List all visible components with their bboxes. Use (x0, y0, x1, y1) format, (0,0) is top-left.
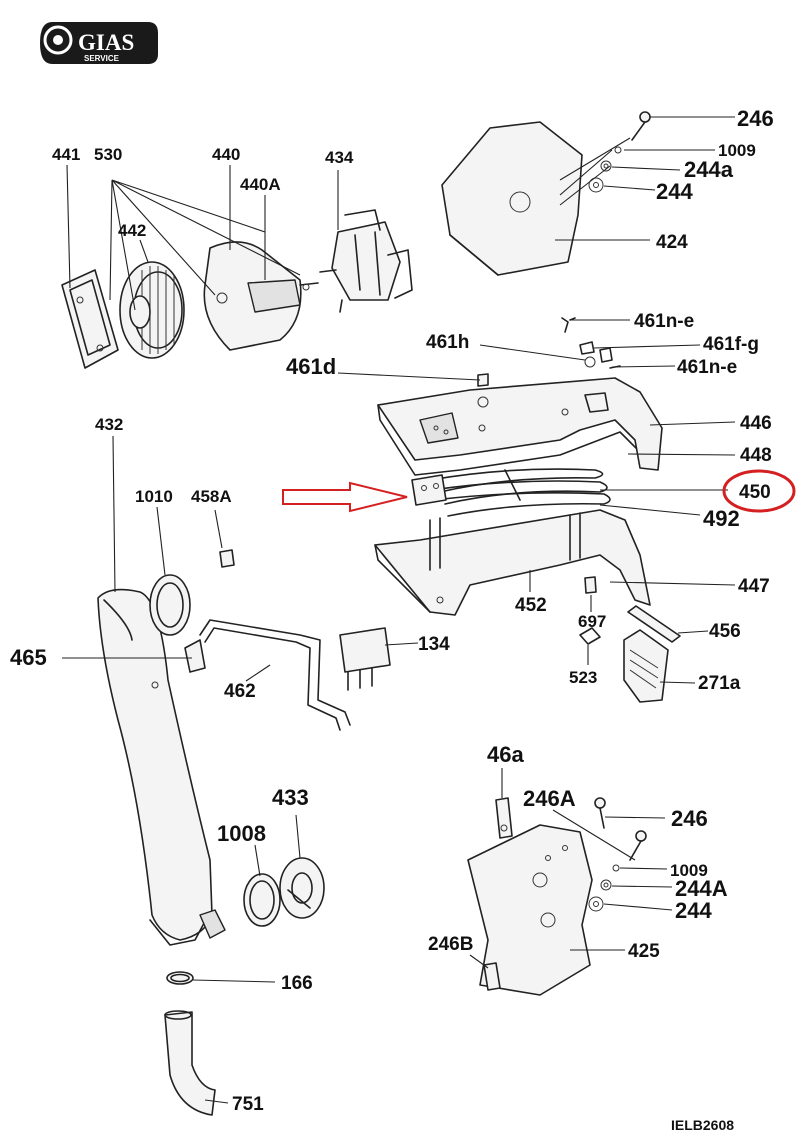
hardware-bottom (469, 768, 673, 969)
label-166: 166 (281, 973, 313, 994)
seal-1010 (149, 574, 191, 636)
label-246-bot: 246 (671, 806, 708, 831)
label-271a: 271a (698, 673, 741, 694)
label-450: 450 (739, 482, 771, 503)
label-1008: 1008 (217, 821, 266, 846)
label-447: 447 (738, 576, 770, 597)
upper-shield-446 (377, 377, 663, 476)
label-461d: 461d (286, 354, 336, 379)
thermostat-134 (339, 627, 419, 691)
label-461ne-1: 461n-e (634, 311, 694, 332)
fan-wheel-442 (119, 261, 185, 359)
tube-462 (184, 619, 351, 731)
cover-425 (467, 824, 593, 996)
label-461ne-2: 461n-e (677, 357, 737, 378)
label-244-bot: 244 (675, 898, 712, 923)
label-244-top: 244 (656, 179, 693, 204)
pointer-arrow (282, 481, 408, 513)
leaders-duct (62, 435, 301, 877)
label-246-top: 246 (737, 106, 774, 131)
leaders-heater (337, 319, 736, 665)
bracket-246B (483, 962, 501, 991)
label-46a: 46a (487, 742, 524, 767)
label-1009-bot: 1009 (670, 861, 708, 880)
hardware-top (555, 111, 735, 241)
label-244A-bot: 244A (675, 876, 728, 901)
label-461h: 461h (426, 332, 469, 353)
sensor-458A (219, 549, 235, 568)
label-462: 462 (224, 681, 256, 702)
fan-housing-441 (61, 269, 119, 369)
label-461fg: 461f-g (703, 334, 759, 355)
filter-271a (623, 629, 696, 703)
label-246B: 246B (428, 934, 473, 955)
label-433: 433 (272, 785, 309, 810)
label-440: 440 (212, 145, 240, 164)
label-697: 697 (578, 612, 606, 631)
ring-166 (166, 971, 276, 985)
label-425: 425 (628, 941, 660, 962)
label-1010: 1010 (135, 487, 173, 506)
lower-base-447 (374, 509, 651, 616)
seal-1008 (243, 873, 281, 927)
label-134: 134 (418, 634, 450, 655)
motor-434 (319, 209, 413, 313)
label-1009-top: 1009 (718, 141, 756, 160)
label-465: 465 (10, 645, 47, 670)
label-492: 492 (703, 506, 740, 531)
label-442: 442 (118, 221, 146, 240)
diagram-reference: IELB2608 (671, 1117, 734, 1133)
label-434: 434 (325, 148, 354, 167)
label-441: 441 (52, 145, 80, 164)
highlight-ellipse-450 (722, 469, 796, 513)
hose-751 (164, 1010, 229, 1116)
cover-424 (441, 121, 583, 276)
leaders-fan (66, 164, 339, 311)
logo-sub: SERVICE (84, 54, 120, 63)
label-452: 452 (515, 595, 547, 616)
label-424: 424 (656, 232, 688, 253)
gias-service-logo: GIAS SERVICE (40, 22, 158, 64)
flange-433 (279, 857, 325, 919)
bracket-46a (495, 797, 513, 839)
label-244a-top: 244a (684, 157, 734, 182)
label-751: 751 (232, 1094, 264, 1115)
duct-432 (97, 588, 226, 946)
label-458A: 458A (191, 487, 232, 506)
label-440A: 440A (240, 175, 281, 194)
label-448: 448 (740, 445, 772, 466)
label-523: 523 (569, 668, 597, 687)
label-246A: 246A (523, 786, 576, 811)
small-parts-heater (477, 317, 621, 645)
label-446: 446 (740, 413, 772, 434)
part-labels: 441 530 440 440A 434 442 246 1009 244a 2… (10, 106, 774, 1133)
logo-brand: GIAS (78, 30, 134, 55)
label-456: 456 (709, 621, 741, 642)
heater-element-450 (411, 468, 611, 517)
bracket-456 (627, 605, 709, 643)
motor-housing-440 (203, 241, 319, 351)
label-432: 432 (95, 415, 123, 434)
label-530: 530 (94, 145, 122, 164)
